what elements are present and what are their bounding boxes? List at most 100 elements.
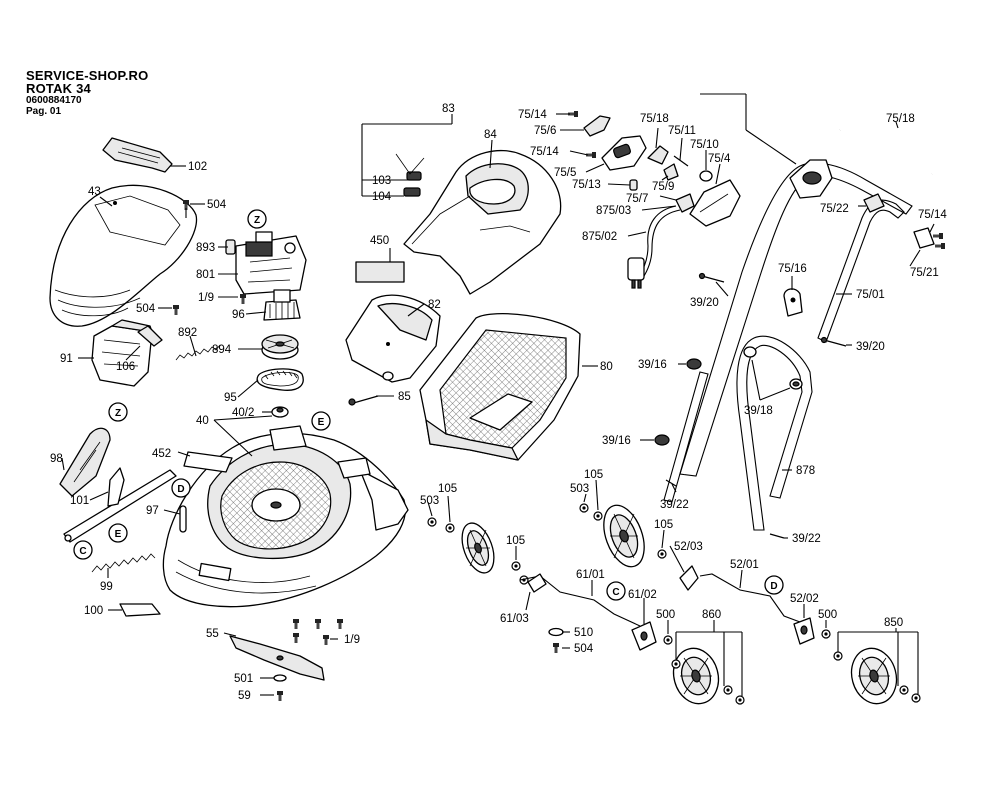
bolt-39-22-a xyxy=(665,479,677,487)
part-label: 801 xyxy=(196,269,215,281)
part-label: 39/20 xyxy=(690,297,719,309)
zone-marker-e-left: E xyxy=(108,523,128,543)
part-label: 40 xyxy=(196,415,209,427)
part-label: 105 xyxy=(654,519,673,531)
drive-belt-95 xyxy=(256,368,304,391)
part-label: 85 xyxy=(398,391,411,403)
part-label: 105 xyxy=(438,483,457,495)
part-label: 452 xyxy=(152,448,171,460)
part-label: 55 xyxy=(206,628,219,640)
part-label: 75/14 xyxy=(530,146,559,158)
part-label: 106 xyxy=(116,361,135,373)
wheel-left-front xyxy=(461,522,495,574)
part-labels: 102 43 504 893 801 1/9 504 96 91 106 892… xyxy=(50,103,947,702)
power-cable-875-02 xyxy=(627,205,681,289)
part-label: 83 xyxy=(442,103,455,115)
spring-75-13 xyxy=(629,179,638,191)
part-label: 91 xyxy=(60,353,73,365)
bolt-39-22-b xyxy=(769,533,785,539)
zone-marker-c-left: C xyxy=(73,540,93,560)
part-label: 75/16 xyxy=(778,263,807,275)
motor-801 xyxy=(235,231,307,295)
part-label: 105 xyxy=(506,535,525,547)
part-label: 95 xyxy=(224,392,237,404)
wheel-850 xyxy=(850,647,898,705)
svg-text:E: E xyxy=(318,417,325,428)
part-label: 75/9 xyxy=(652,181,674,193)
pulley-894 xyxy=(261,334,299,360)
clip-104 xyxy=(403,187,421,197)
zone-marker-c-right: C xyxy=(606,581,626,601)
part-label: 75/01 xyxy=(856,289,885,301)
svg-text:C: C xyxy=(612,587,619,598)
part-label: 860 xyxy=(702,609,721,621)
part-label: 892 xyxy=(178,327,197,339)
part-label: 75/18 xyxy=(886,113,915,125)
part-label: 102 xyxy=(188,161,207,173)
part-label: 75/4 xyxy=(708,153,731,165)
part-label: 503 xyxy=(570,483,589,495)
lever-75-18 xyxy=(647,145,669,165)
part-label: 500 xyxy=(656,609,675,621)
part-label: 39/22 xyxy=(792,533,821,545)
wheel-860 xyxy=(672,647,720,705)
part-label: 894 xyxy=(212,344,232,356)
part-label: 61/03 xyxy=(500,613,529,625)
grassbox-lid-84 xyxy=(403,150,562,295)
part-label: 39/20 xyxy=(856,341,885,353)
part-label: 61/01 xyxy=(576,569,605,581)
rear-axle-101 xyxy=(63,467,177,543)
part-label: 75/14 xyxy=(518,109,547,121)
part-label: 82 xyxy=(428,299,441,311)
svg-text:D: D xyxy=(770,581,777,592)
svg-text:D: D xyxy=(177,484,184,495)
part-label: 105 xyxy=(584,469,603,481)
svg-text:C: C xyxy=(79,546,86,557)
part-label: 875/02 xyxy=(582,231,617,243)
lower-handle-878 xyxy=(663,335,813,531)
cable-clip-75-7 xyxy=(675,193,695,213)
part-label: 75/13 xyxy=(572,179,601,191)
part-label: 97 xyxy=(146,505,159,517)
part-label: 75/6 xyxy=(534,125,556,137)
part-label: 103 xyxy=(372,175,391,187)
part-label: 99 xyxy=(100,581,113,593)
zone-marker-z-top: Z xyxy=(247,209,267,229)
deck-housing-40 xyxy=(162,425,409,608)
motor-hood-43 xyxy=(49,184,198,327)
model-name: ROTAK 34 xyxy=(26,81,91,96)
washer-510 xyxy=(548,627,564,637)
part-label: 850 xyxy=(884,617,903,629)
part-label: 503 xyxy=(420,495,439,507)
shop-name: SERVICE-SHOP.RO xyxy=(26,68,149,83)
part-label: 75/21 xyxy=(910,267,939,279)
part-label: 1/9 xyxy=(344,634,360,646)
part-label: 39/16 xyxy=(638,359,667,371)
inner-cover-82 xyxy=(345,294,441,383)
pin-85 xyxy=(348,395,379,406)
part-label: 875/03 xyxy=(596,205,631,217)
leader-lines xyxy=(61,93,935,696)
carry-handle-102 xyxy=(102,137,173,173)
part-label: 75/5 xyxy=(554,167,576,179)
part-label: 878 xyxy=(796,465,815,477)
spring-892 xyxy=(175,344,221,361)
spring-99 xyxy=(91,553,156,573)
part-label: 510 xyxy=(574,627,593,639)
fan-96 xyxy=(263,289,301,321)
part-label: 43 xyxy=(88,186,101,198)
upper-handle-75-01 xyxy=(679,159,913,477)
label-450 xyxy=(355,261,405,283)
part-label: 75/11 xyxy=(668,125,696,137)
lever-75-6 xyxy=(583,115,611,137)
part-label: 52/03 xyxy=(674,541,703,553)
axle-52-01 xyxy=(699,573,801,623)
part-75-11 xyxy=(673,155,689,167)
zone-marker-e-deck: E xyxy=(311,411,331,431)
screw-75-14-c xyxy=(933,233,945,249)
page-number: Pag. 01 xyxy=(26,106,62,117)
part-label: 501 xyxy=(234,673,253,685)
grip-75-18 xyxy=(839,120,934,175)
zone-marker-d-right: D xyxy=(764,575,784,595)
